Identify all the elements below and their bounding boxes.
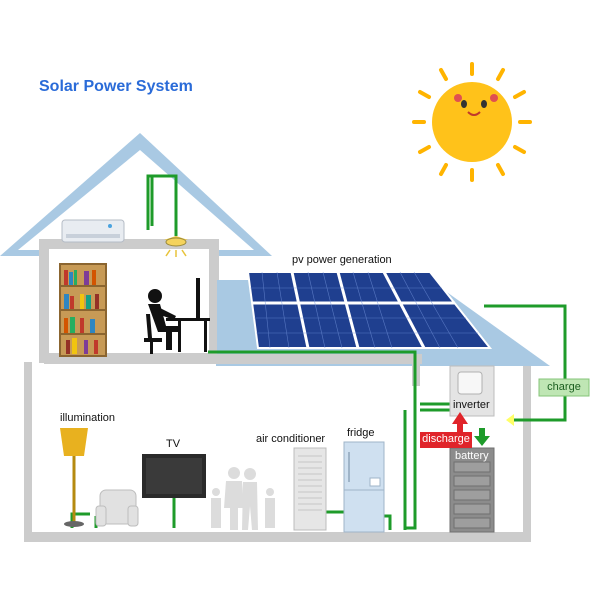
- person-at-desk-icon: [144, 278, 210, 354]
- arrow-up-icon: [452, 412, 468, 432]
- ceiling-lamp-icon: [164, 236, 188, 257]
- air-conditioner-wall-icon: [61, 219, 125, 243]
- air-conditioner-label: air conditioner: [256, 433, 326, 445]
- tv-label: TV: [166, 438, 181, 450]
- discharge-label: discharge: [422, 433, 470, 445]
- bookshelf-icon: [59, 263, 107, 357]
- family-icon: [211, 467, 275, 530]
- arrow-left-icon: [506, 414, 514, 426]
- fridge-label: fridge: [347, 427, 375, 439]
- arrow-down-icon: [474, 428, 490, 446]
- charge-label: charge: [547, 381, 581, 393]
- illumination-label: illumination: [60, 412, 116, 424]
- fridge-icon: [343, 441, 385, 533]
- charge-box: [538, 378, 590, 397]
- diagram-title: Solar Power System: [39, 78, 193, 95]
- floor-lamp-icon: [60, 428, 88, 527]
- solar-panel-icon: [246, 271, 493, 349]
- air-conditioner-tower-icon: [293, 447, 327, 531]
- battery-label: battery: [455, 450, 489, 462]
- floor-slab: [44, 354, 422, 364]
- battery-icon: [449, 447, 495, 533]
- sun-icon: [412, 62, 532, 182]
- discharge-box: [420, 432, 472, 448]
- pv-label: pv power generation: [292, 254, 392, 266]
- armchair-icon: [95, 489, 139, 527]
- tv-icon: [142, 454, 206, 498]
- inverter-label: inverter: [453, 399, 490, 411]
- inverter-icon: [449, 365, 495, 417]
